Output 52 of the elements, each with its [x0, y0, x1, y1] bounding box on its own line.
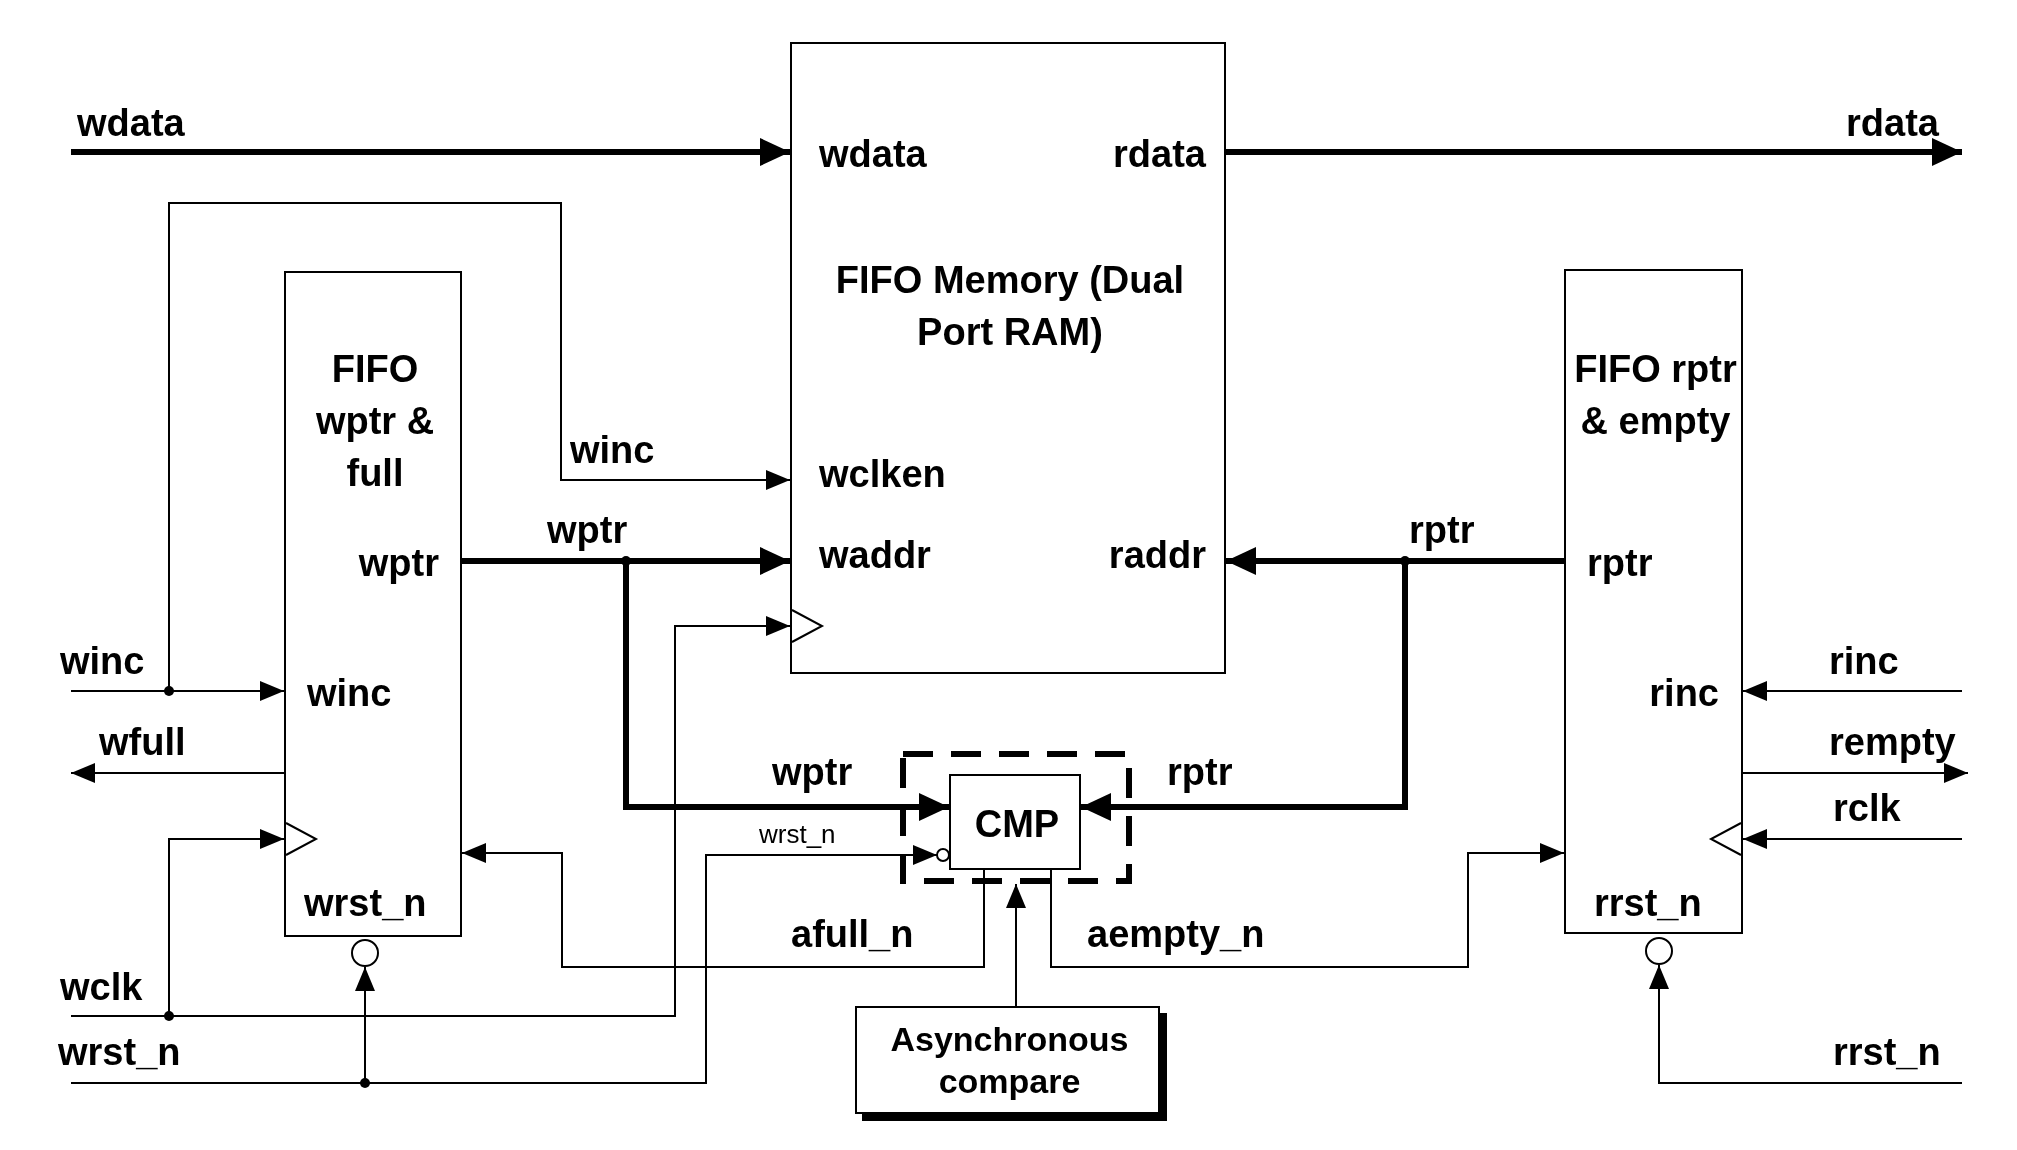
port-label: rdata [1113, 132, 1206, 177]
signal-arrow [70, 763, 285, 783]
block-title: FIFO wptr & full [314, 347, 436, 496]
signal-arrow [1050, 843, 1565, 968]
signal-label: wptr [772, 750, 853, 794]
signal-label: wptr [547, 508, 628, 552]
block-title: FIFO rptr & empty [1573, 347, 1738, 444]
signal-label: rrst_n [1833, 1030, 1941, 1074]
signal-label: winc [60, 639, 145, 683]
block-title: Asynchronous compare [889, 1019, 1130, 1102]
port-label: wrst_n [304, 881, 427, 926]
port-label: wdata [819, 132, 927, 177]
signal-arrow [461, 843, 985, 968]
signal-label: wrst_n [759, 819, 836, 849]
port-label: wclken [819, 452, 946, 497]
port-label: rinc [1649, 671, 1719, 716]
signal-label: wrst_n [58, 1030, 181, 1074]
comparator-box [949, 774, 1081, 870]
port-label: rrst_n [1594, 881, 1702, 926]
dashed-box [900, 751, 1132, 884]
signal-arrow [70, 616, 791, 1017]
signal-arrow [1742, 763, 1969, 783]
port-label: rptr [1587, 541, 1653, 586]
pointer-block [284, 271, 462, 937]
signal-label: rptr [1167, 750, 1233, 794]
inversion-bubble [351, 939, 379, 967]
port-label: waddr [819, 533, 931, 578]
signal-arrow [1742, 829, 1963, 849]
signal-label: rinc [1829, 639, 1899, 683]
signal-label: aempty_n [1087, 912, 1265, 956]
signal-label: wfull [99, 720, 186, 764]
signal-arrow [1006, 883, 1026, 1007]
signal-label: afull_n [791, 912, 914, 956]
port-label: wptr [358, 541, 439, 586]
signal-label: rptr [1409, 508, 1475, 552]
port-label: winc [307, 671, 392, 716]
signal-arrow [1649, 964, 1963, 1084]
port-label: raddr [1108, 533, 1206, 578]
signal-label: winc [570, 428, 655, 472]
memory-block [790, 42, 1226, 674]
bus-arrow [1226, 138, 1962, 166]
signal-label: rempty [1829, 720, 1956, 764]
signal-label: rclk [1833, 786, 1901, 830]
signal-label: rdata [1846, 101, 1939, 145]
block-title: CMP [973, 802, 1061, 847]
block-title: FIFO Memory (Dual Port RAM) [834, 258, 1186, 355]
signal-arrow [1742, 681, 1963, 701]
bus-arrow [71, 138, 790, 166]
pointer-block [1564, 269, 1743, 934]
signal-label: wclk [60, 965, 143, 1009]
signal-label: wdata [77, 101, 185, 145]
inversion-bubble [1645, 937, 1673, 965]
